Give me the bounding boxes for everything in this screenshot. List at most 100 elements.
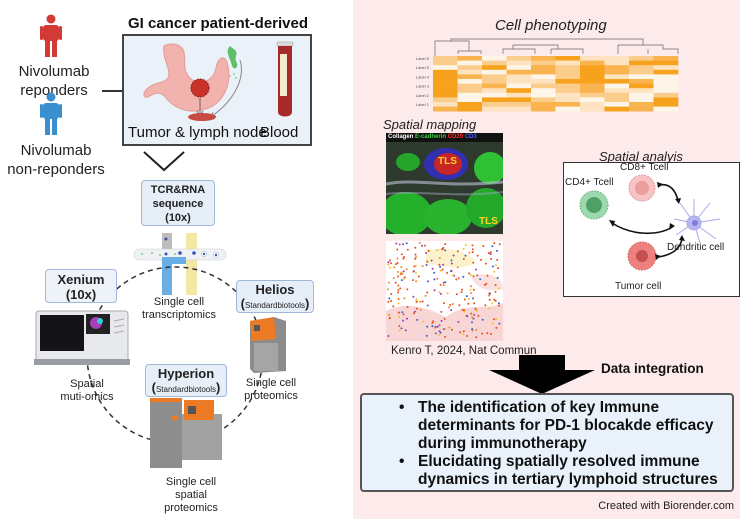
responder-person-icon xyxy=(40,14,62,57)
heatmap-cell xyxy=(433,56,458,61)
scatter-dot xyxy=(389,266,391,269)
xenium-instrument-icon xyxy=(34,310,130,365)
heatmap-cell xyxy=(506,69,532,75)
scatter-dot xyxy=(396,257,399,260)
conclusion-1-line1: The identification of key Immune xyxy=(418,399,660,416)
non-responder-label-line2: non-reponders xyxy=(7,161,105,178)
scatter-dot xyxy=(387,281,390,284)
heatmap-cell xyxy=(629,83,654,89)
scatter-dot xyxy=(415,271,417,274)
scatter-dot xyxy=(461,308,464,311)
scatter-dot xyxy=(401,272,404,275)
heatmap-cell xyxy=(457,92,483,98)
scatter-dot xyxy=(450,259,453,262)
analysis-title: Spatial analyis xyxy=(599,149,683,164)
phenotyping-title: Cell phenotyping xyxy=(495,17,607,34)
tcr-line1: TCR&RNA xyxy=(150,184,206,196)
fluorescence-texture xyxy=(386,142,503,234)
heatmap-cell xyxy=(482,92,507,98)
scatter-dot xyxy=(448,326,451,329)
scatter-dot xyxy=(402,243,404,246)
scatter-dot xyxy=(398,311,400,314)
legend-collagen: Collagen xyxy=(388,134,414,140)
scatter-dot xyxy=(404,329,407,332)
heatmap-cell xyxy=(457,74,483,80)
scatter-dot xyxy=(387,313,390,316)
scatter-dot xyxy=(433,278,436,281)
scatter-dot xyxy=(401,311,404,314)
heatmap-cell xyxy=(580,97,605,103)
scatter-dot xyxy=(476,274,479,277)
scatter-dot xyxy=(396,262,399,264)
scatter-dot xyxy=(468,272,471,275)
data-integration-arrow-icon xyxy=(489,355,595,394)
scatter-dot xyxy=(397,298,400,300)
responder-label: Nivolumab reponders xyxy=(14,62,94,100)
heatmap-cell xyxy=(629,106,654,112)
scatter-dot xyxy=(475,309,478,312)
heatmap-cell xyxy=(482,69,507,75)
scatter-dot xyxy=(456,250,459,253)
scatter-dot xyxy=(459,331,462,334)
heatmap-cell xyxy=(506,92,532,98)
scatter-dot xyxy=(421,244,424,247)
responder-label-line2: reponders xyxy=(20,82,88,99)
scatter-dot xyxy=(402,319,404,322)
scatter-dot xyxy=(491,265,494,268)
heatmap-cell xyxy=(457,88,483,94)
heatmap-cell xyxy=(653,56,679,61)
helios-vendor: Standardbiotools xyxy=(244,301,306,310)
scatter-dot xyxy=(397,284,400,287)
cell-interaction-diagram xyxy=(579,174,721,271)
heatmap-cell xyxy=(506,106,532,112)
scatter-dot xyxy=(397,291,400,294)
group-connector-line xyxy=(102,90,122,92)
responder-label-line1: Nivolumab xyxy=(18,63,90,80)
heatmap-cell xyxy=(580,88,605,94)
heatmap-cell xyxy=(555,83,581,89)
scatter-dot xyxy=(471,328,474,331)
scatter-dot xyxy=(479,278,482,281)
scatter-dots xyxy=(387,242,501,339)
heatmap-cell xyxy=(531,56,556,61)
non-responder-label-line1: Nivolumab xyxy=(20,142,92,159)
left-panel: Nivolumab reponders Nivolumab non-repond… xyxy=(0,0,352,519)
helios-box: Helios (Standardbiotools) xyxy=(236,280,314,313)
heatmap-cell xyxy=(555,74,581,80)
scatter-dot xyxy=(427,250,430,252)
scatter-dot xyxy=(450,328,453,331)
scatter-dot xyxy=(471,244,474,247)
scatter-dot xyxy=(444,281,447,284)
heatmap-cell xyxy=(482,60,507,66)
heatmap-cell xyxy=(506,102,532,107)
scatter-dot xyxy=(470,312,473,315)
heatmap-cell xyxy=(506,56,532,61)
hyperion-caption-line2: spatial xyxy=(175,489,207,501)
scatter-dot xyxy=(439,265,442,268)
scatter-dot xyxy=(494,264,497,267)
heatmap-cell xyxy=(482,102,507,107)
scatter-dot xyxy=(475,328,478,331)
scatter-dot xyxy=(458,304,461,307)
heatmap-cell xyxy=(506,97,532,103)
scatter-dot xyxy=(424,294,427,297)
heatmap-cell xyxy=(629,92,654,98)
heatmap-cells xyxy=(433,56,679,112)
scatter-dot xyxy=(487,294,490,297)
scatter-dot xyxy=(400,266,403,269)
scatter-dot xyxy=(400,253,403,256)
scatter-dot xyxy=(462,247,465,250)
tumor-label: Tumor cell xyxy=(615,281,662,292)
scatter-dot xyxy=(439,269,442,272)
heatmap-cell xyxy=(629,56,654,61)
hyperion-caption-line1: Single cell xyxy=(165,476,217,488)
scatter-dot xyxy=(399,287,402,290)
heatmap-cell xyxy=(604,56,630,61)
scatter-dot xyxy=(400,271,403,274)
scatter-dot xyxy=(419,308,422,311)
scatter-dot xyxy=(473,302,476,305)
scatter-dot xyxy=(482,245,485,247)
heatmap-cell xyxy=(531,65,556,71)
scatter-dot xyxy=(493,242,496,245)
scatter-dot xyxy=(468,297,471,300)
